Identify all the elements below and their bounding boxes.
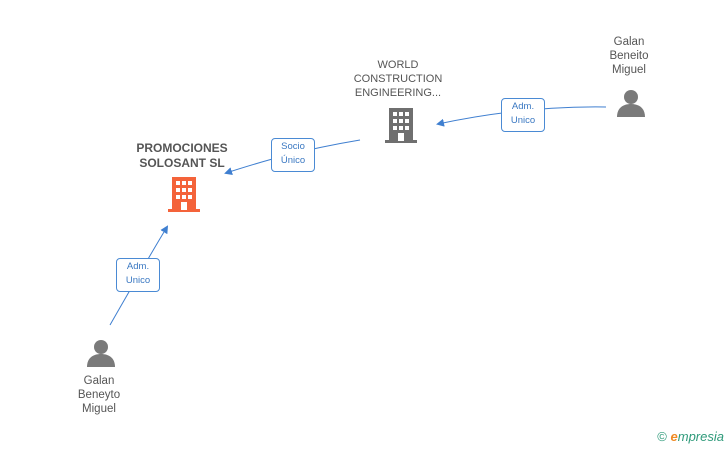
person-top-line-1: Galan [613, 36, 645, 48]
world-company-line-3: ENGINEERING... [354, 87, 442, 99]
person-bottom-line-3: Miguel [82, 403, 116, 415]
edge-badge-adm-bottom-line-2: Unico [125, 275, 151, 286]
edge-badge-adm-top-line-1: Adm. [511, 101, 535, 112]
world-company-line-1: WORLD [377, 59, 419, 71]
copyright-icon: © [657, 429, 667, 444]
edge-badge-adm-bottom-line-1: Adm. [126, 261, 150, 272]
edge-badge-adm-top[interactable]: Adm. Unico [501, 98, 545, 132]
edge-badge-adm-top-line-2: Unico [510, 115, 536, 126]
person-top-line-3: Miguel [612, 64, 646, 76]
edge-badge-socio-line-2: Único [280, 155, 306, 166]
brand-logo-e: e [670, 429, 678, 444]
person-icon[interactable] [86, 339, 116, 367]
building-icon[interactable] [385, 107, 417, 143]
world-company-label[interactable]: WORLD CONSTRUCTION ENGINEERING... [348, 58, 448, 100]
person-bottom-line-1: Galan [83, 375, 115, 387]
building-icon-highlighted[interactable] [168, 176, 200, 212]
edge-badge-socio-line-1: Socio [281, 141, 305, 152]
main-company-line-2: SOLOSANT SL [139, 156, 225, 170]
brand-logo-text: mpresia [677, 429, 724, 444]
person-bottom-line-2: Beneyto [77, 389, 121, 401]
main-company-label[interactable]: PROMOCIONES SOLOSANT SL [122, 141, 242, 171]
person-top-label[interactable]: Galan Beneito Miguel [594, 35, 664, 77]
person-top-line-2: Beneito [609, 50, 649, 62]
person-icon[interactable] [616, 89, 646, 117]
world-company-line-2: CONSTRUCTION [353, 73, 443, 85]
edge-badge-adm-bottom[interactable]: Adm. Unico [116, 258, 160, 292]
edge-badge-socio[interactable]: Socio Único [271, 138, 315, 172]
empresia-credit[interactable]: © empresia [657, 429, 724, 444]
person-bottom-label[interactable]: Galan Beneyto Miguel [64, 374, 134, 416]
main-company-line-1: PROMOCIONES [136, 141, 228, 155]
